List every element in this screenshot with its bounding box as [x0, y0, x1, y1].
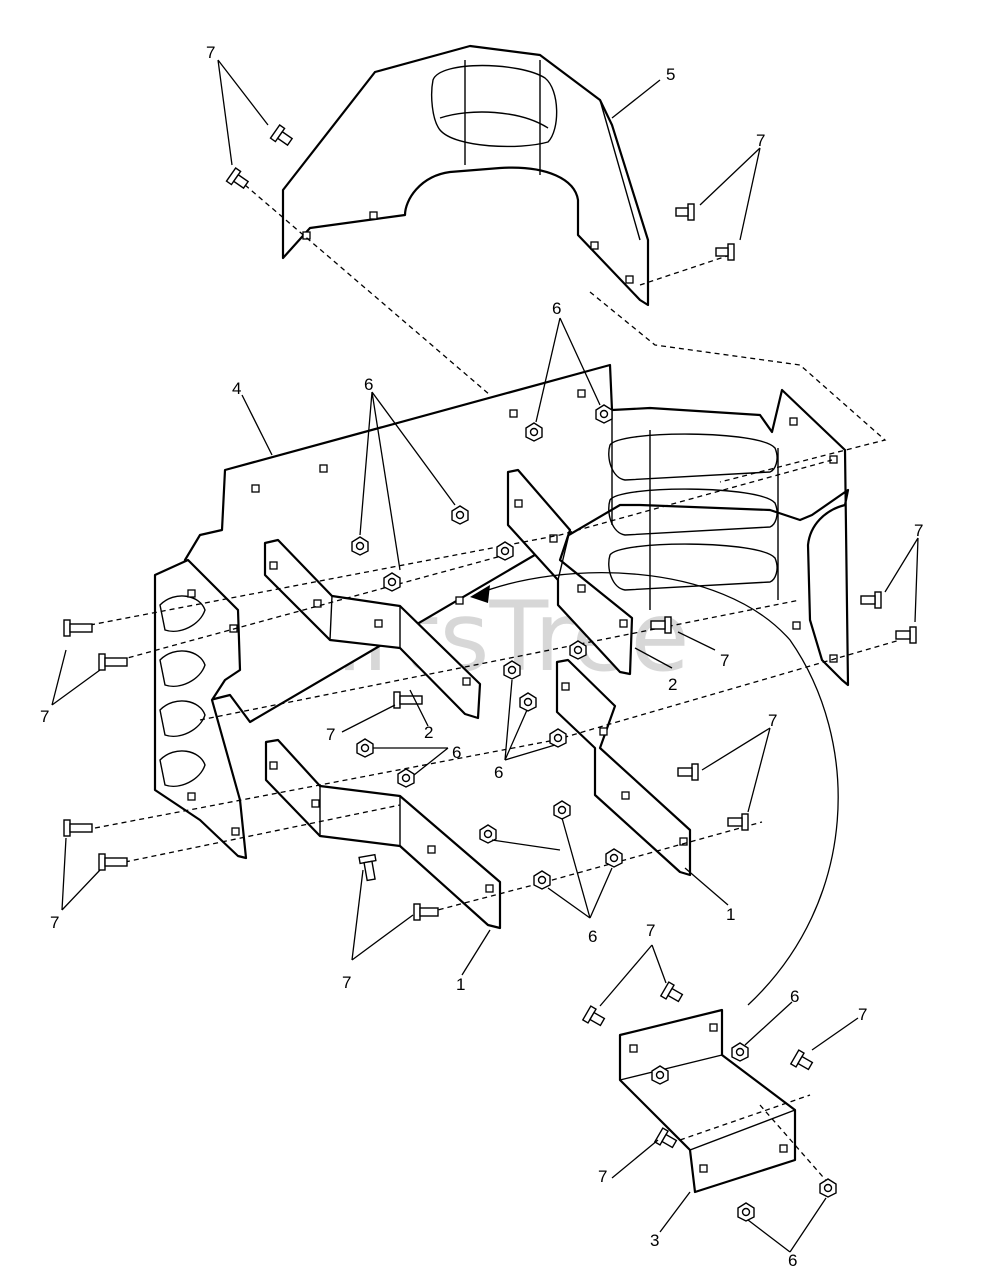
callout-7: 7 — [858, 1005, 867, 1024]
callout-6: 6 — [588, 927, 597, 946]
callout-2: 2 — [424, 723, 433, 742]
callout-1: 1 — [726, 905, 735, 924]
part-5-top-shield — [281, 44, 650, 307]
callout-7: 7 — [40, 707, 49, 726]
callout-7: 7 — [342, 973, 351, 992]
callout-4: 4 — [232, 379, 241, 398]
bolts — [63, 124, 917, 1149]
callout-7: 7 — [50, 913, 59, 932]
part-3-bracket — [618, 1008, 797, 1194]
callout-7: 7 — [206, 43, 215, 62]
callout-7: 7 — [646, 921, 655, 940]
callout-6: 6 — [452, 743, 461, 762]
callout-7: 7 — [326, 725, 335, 744]
part-4-left-side — [153, 558, 248, 860]
callout-2: 2 — [668, 675, 677, 694]
callout-7: 7 — [768, 711, 777, 730]
callout-5: 5 — [666, 65, 675, 84]
callout-7: 7 — [720, 651, 729, 670]
curved-arrow-icon — [470, 572, 839, 1006]
callout-6: 6 — [552, 299, 561, 318]
part-1-bracket-left — [264, 738, 502, 930]
callout-6: 6 — [788, 1251, 797, 1270]
callout-7: 7 — [756, 131, 765, 150]
part-2-bracket-left — [263, 538, 482, 720]
part-1-bracket-right — [555, 658, 692, 877]
leader-lines — [51, 59, 919, 1253]
callout-1: 1 — [456, 975, 465, 994]
callout-6: 6 — [364, 375, 373, 394]
callout-6: 6 — [494, 763, 503, 782]
nuts — [351, 404, 837, 1222]
callout-6: 6 — [790, 987, 799, 1006]
part-2-bracket-right — [506, 468, 634, 676]
callouts: 7 5 7 6 4 6 7 7 7 2 7 2 6 6 7 7 1 6 7 1 … — [40, 43, 923, 1270]
callout-3: 3 — [650, 1231, 659, 1250]
callout-7: 7 — [914, 521, 923, 540]
callout-7: 7 — [598, 1167, 607, 1186]
